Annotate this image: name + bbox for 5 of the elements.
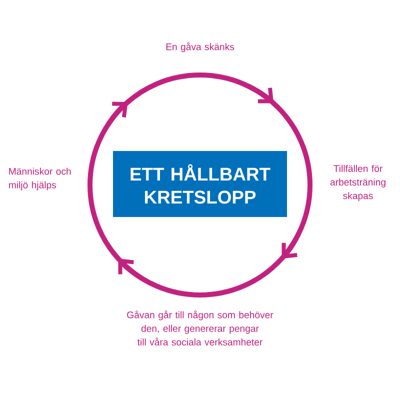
step-label: Tillfällen för arbetsträning skapas: [330, 164, 386, 202]
title-box: ETT HÅLLBART KRETSLOPP: [113, 151, 287, 217]
step-label: Gåvan går till någon som behöver den, eller genererar pengar till våra sociala verksamheter: [127, 310, 274, 346]
step-label: En gåva skänks: [166, 42, 234, 52]
step-label: Människor och miljö hjälps: [9, 168, 71, 190]
